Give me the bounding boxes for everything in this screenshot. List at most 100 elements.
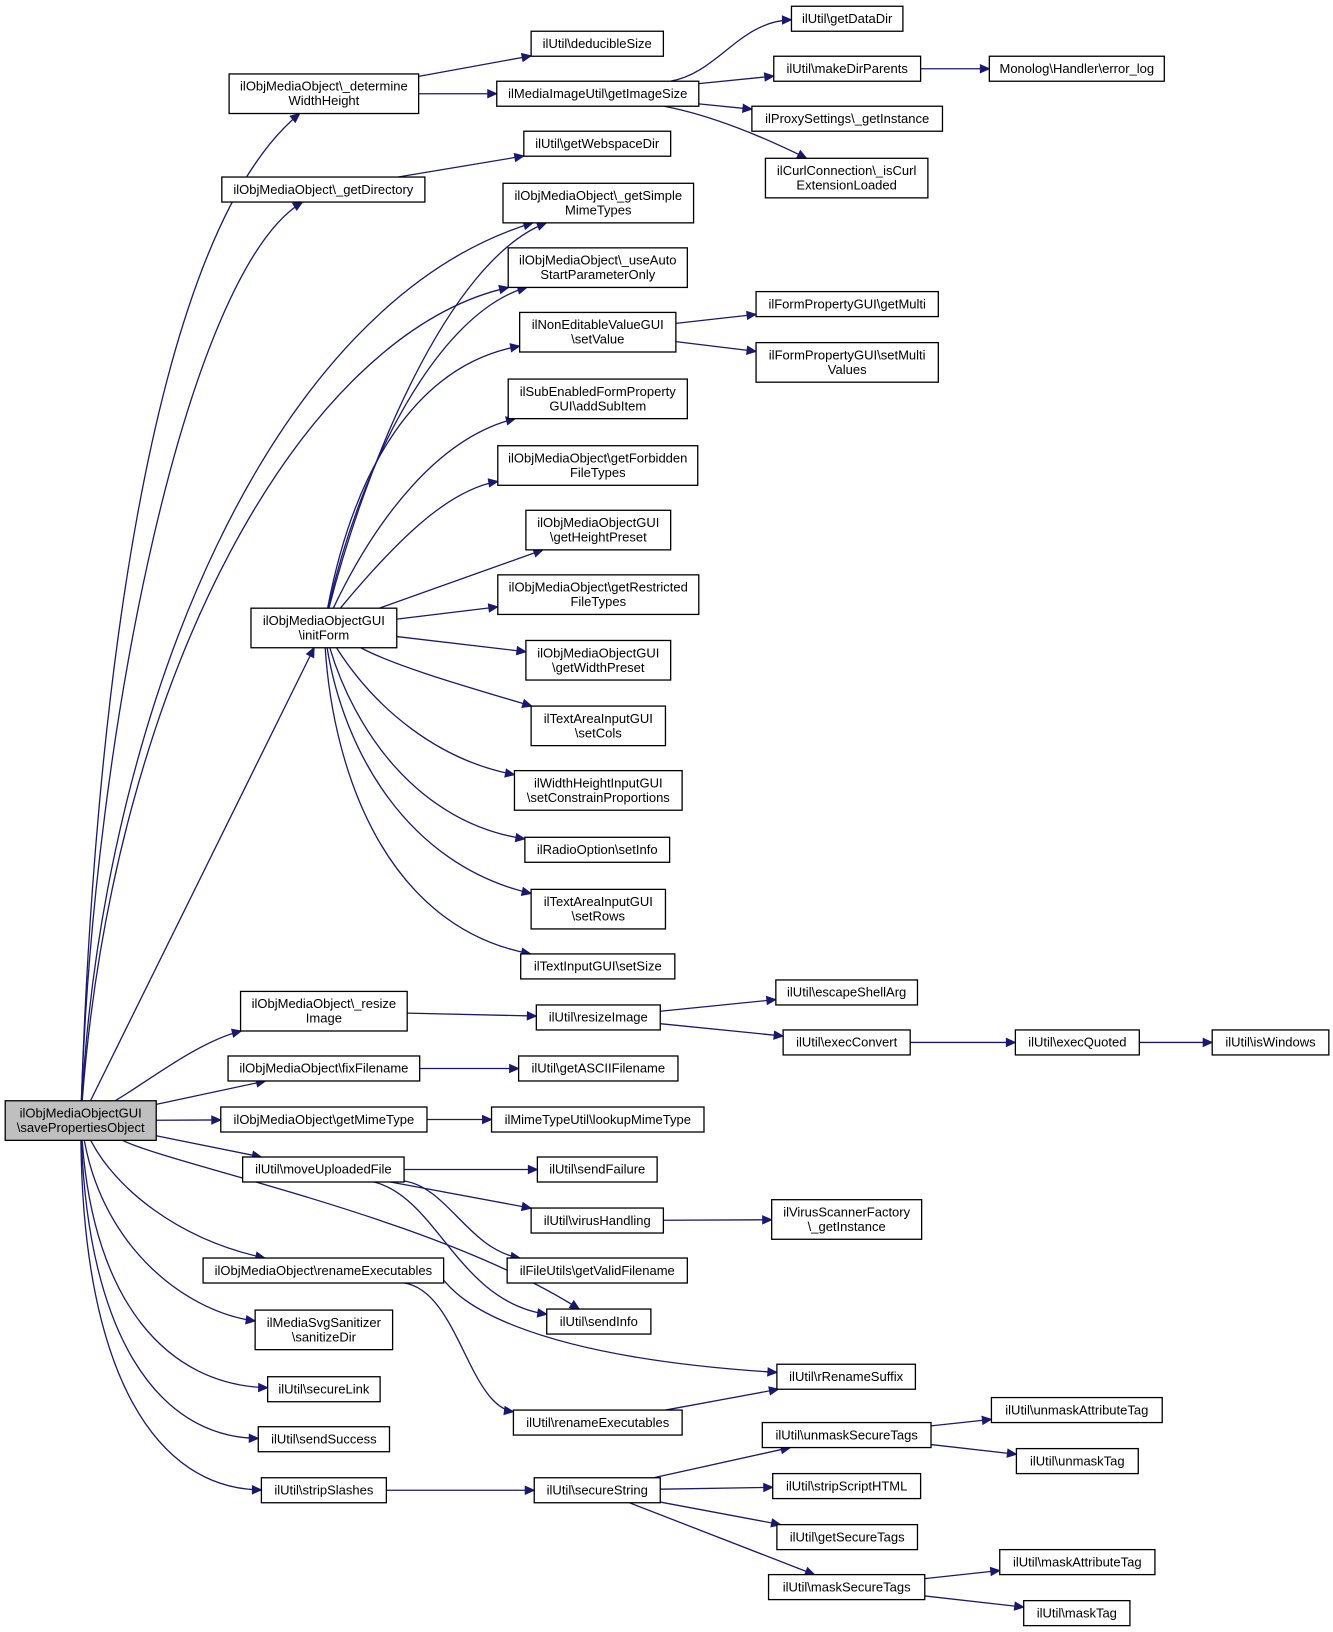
node-initForm[interactable]: ilObjMediaObjectGUI\initForm <box>250 607 398 649</box>
node-secureString[interactable]: ilUtil\secureString <box>533 1477 661 1504</box>
node-label-setMulti: Values <box>828 362 867 377</box>
node-execConvert[interactable]: ilUtil\execConvert <box>782 1029 911 1056</box>
edge-root-to-useAuto <box>81 286 509 1101</box>
node-box-execConvert <box>782 1029 911 1056</box>
node-svg[interactable]: ilMediaSvgSanitizer\sanitizeDir <box>254 1309 394 1351</box>
node-heightPreset[interactable]: ilObjMediaObjectGUI\getHeightPreset <box>525 509 672 551</box>
arrowhead-getImageSize-to-proxy <box>741 103 754 113</box>
node-box-rRename <box>776 1363 917 1390</box>
edge-resizeImage-to-execConvert <box>660 1023 784 1037</box>
node-makeDirParents[interactable]: ilUtil\makeDirParents <box>773 55 922 82</box>
node-box-fixFilename <box>227 1055 421 1082</box>
node-moveUploaded[interactable]: ilUtil\moveUploadedFile <box>241 1156 405 1183</box>
node-box-unmaskSecure <box>761 1421 932 1449</box>
node-label-stripScript: ilUtil\stripScriptHTML <box>786 1478 907 1493</box>
arrowhead-root-to-getDirectory <box>291 201 304 212</box>
node-box-sendSuccess <box>257 1426 391 1453</box>
node-setRows[interactable]: ilTextAreaInputGUI\setRows <box>530 888 667 930</box>
node-resize[interactable]: ilObjMediaObject\_resizeImage <box>239 990 408 1032</box>
node-resizeImage[interactable]: ilUtil\resizeImage <box>535 1004 661 1031</box>
node-label-curl: ilCurlConnection\_isCurl <box>777 163 917 178</box>
node-unmaskTag[interactable]: ilUtil\unmaskTag <box>1015 1447 1139 1475</box>
node-label-heightPreset: ilObjMediaObjectGUI <box>537 515 659 530</box>
node-virusFactory[interactable]: ilVirusScannerFactory\_getInstance <box>771 1199 923 1240</box>
node-renameExecObj[interactable]: ilObjMediaObject\renameExecutables <box>202 1257 445 1284</box>
node-nonEditable[interactable]: ilNonEditableValueGUI\setValue <box>519 311 677 353</box>
edge-initForm-to-setSize <box>324 647 531 955</box>
node-label-resize: ilObjMediaObject\_resize <box>252 996 397 1011</box>
node-renameExecUtil[interactable]: ilUtil\renameExecutables <box>512 1409 683 1436</box>
node-maskAttr[interactable]: ilUtil\maskAttributeTag <box>999 1548 1156 1576</box>
node-box-maskAttr <box>999 1548 1156 1576</box>
node-proxy[interactable]: ilProxySettings\_getInstance <box>751 105 944 132</box>
arrowhead-secureString-to-stripScript <box>763 1482 774 1493</box>
node-stripSlashes[interactable]: ilUtil\stripSlashes <box>260 1477 388 1504</box>
node-stripScript[interactable]: ilUtil\stripScriptHTML <box>772 1472 922 1500</box>
node-label-renameExecUtil: ilUtil\renameExecutables <box>526 1415 670 1430</box>
node-getDirectory[interactable]: ilObjMediaObject\_getDirectory <box>221 176 426 203</box>
node-box-getDataDir <box>790 5 904 32</box>
node-label-resizeImage: ilUtil\resizeImage <box>549 1010 648 1025</box>
node-root[interactable]: ilObjMediaObjectGUI\savePropertiesObject <box>4 1100 157 1141</box>
node-validFilename[interactable]: ilFileUtils\getValidFilename <box>506 1257 688 1284</box>
node-useAuto[interactable]: ilObjMediaObject\_useAutoStartParameterO… <box>507 247 688 289</box>
node-deducible[interactable]: ilUtil\deducibleSize <box>530 30 665 57</box>
arrowhead-initForm-to-nonEditable <box>509 343 521 353</box>
node-sendFailure[interactable]: ilUtil\sendFailure <box>536 1156 658 1183</box>
node-box-setRows <box>530 888 667 930</box>
node-setCols[interactable]: ilTextAreaInputGUI\setCols <box>530 705 667 747</box>
arrowhead-renameExecObj-to-renameExecUtil <box>503 1405 515 1416</box>
node-getMulti[interactable]: ilFormPropertyGUI\getMulti <box>755 290 939 318</box>
node-secureLink[interactable]: ilUtil\secureLink <box>266 1376 381 1403</box>
arrowhead-moveUploaded-to-sendFailure <box>527 1164 539 1175</box>
node-getImageSize[interactable]: ilMediaImageUtil\getImageSize <box>496 80 700 107</box>
edge-secureString-to-stripScript <box>660 1486 773 1490</box>
node-label-secureString: ilUtil\secureString <box>547 1483 648 1498</box>
arrowhead-getImageSize-to-curl <box>795 149 808 159</box>
edge-initForm-to-setRows <box>326 647 532 895</box>
node-box-resize <box>239 990 408 1032</box>
node-sendInfo[interactable]: ilUtil\sendInfo <box>546 1308 652 1335</box>
node-box-sendInfo <box>546 1308 652 1335</box>
node-escapeShell[interactable]: ilUtil\escapeShellArg <box>775 979 919 1006</box>
node-unmaskAttr[interactable]: ilUtil\unmaskAttributeTag <box>990 1396 1163 1424</box>
node-setSize[interactable]: ilTextInputGUI\setSize <box>520 953 676 980</box>
node-lookupMime[interactable]: ilMimeTypeUtil\lookupMimeType <box>490 1106 705 1133</box>
node-box-webspace <box>523 130 672 157</box>
arrowhead-root-to-resize <box>230 1028 243 1038</box>
node-rRename[interactable]: ilUtil\rRenameSuffix <box>776 1363 917 1390</box>
node-ascii[interactable]: ilUtil\getASCIIFilename <box>517 1055 679 1082</box>
node-box-useAuto <box>507 247 688 289</box>
node-label-errorLog: Monolog\Handler\error_log <box>999 61 1154 76</box>
node-virus[interactable]: ilUtil\virusHandling <box>530 1207 665 1234</box>
node-label-sendInfo: ilUtil\sendInfo <box>560 1314 638 1329</box>
edge-initForm-to-heightPreset <box>379 549 544 609</box>
node-getSecureTags[interactable]: ilUtil\getSecureTags <box>776 1523 919 1551</box>
node-maskSecure[interactable]: ilUtil\maskSecureTags <box>767 1573 926 1601</box>
node-unmaskSecure[interactable]: ilUtil\unmaskSecureTags <box>761 1421 932 1449</box>
arrowhead-root-to-secureLink <box>258 1382 269 1393</box>
node-label-widthPreset: \getWidthPreset <box>552 660 645 675</box>
node-maskTag[interactable]: ilUtil\maskTag <box>1023 1599 1131 1627</box>
node-webspace[interactable]: ilUtil\getWebspaceDir <box>523 130 672 157</box>
node-label-lookupMime: ilMimeTypeUtil\lookupMimeType <box>505 1112 691 1127</box>
node-radioInfo[interactable]: ilRadioOption\setInfo <box>524 836 671 863</box>
node-getDataDir[interactable]: ilUtil\getDataDir <box>790 5 904 32</box>
node-widthPreset[interactable]: ilObjMediaObjectGUI\getWidthPreset <box>525 639 672 681</box>
node-constrain[interactable]: ilWidthHeightInputGUI\setConstrainPropor… <box>513 769 683 811</box>
node-execQuoted[interactable]: ilUtil\execQuoted <box>1014 1029 1140 1056</box>
node-fixFilename[interactable]: ilObjMediaObject\fixFilename <box>227 1055 421 1082</box>
node-sendSuccess[interactable]: ilUtil\sendSuccess <box>257 1426 391 1453</box>
node-errorLog[interactable]: Monolog\Handler\error_log <box>988 55 1165 82</box>
node-isWindows[interactable]: ilUtil\isWindows <box>1211 1029 1330 1056</box>
node-box-virus <box>530 1207 665 1234</box>
node-box-moveUploaded <box>241 1156 405 1183</box>
node-getMime[interactable]: ilObjMediaObject\getMimeType <box>220 1106 428 1133</box>
